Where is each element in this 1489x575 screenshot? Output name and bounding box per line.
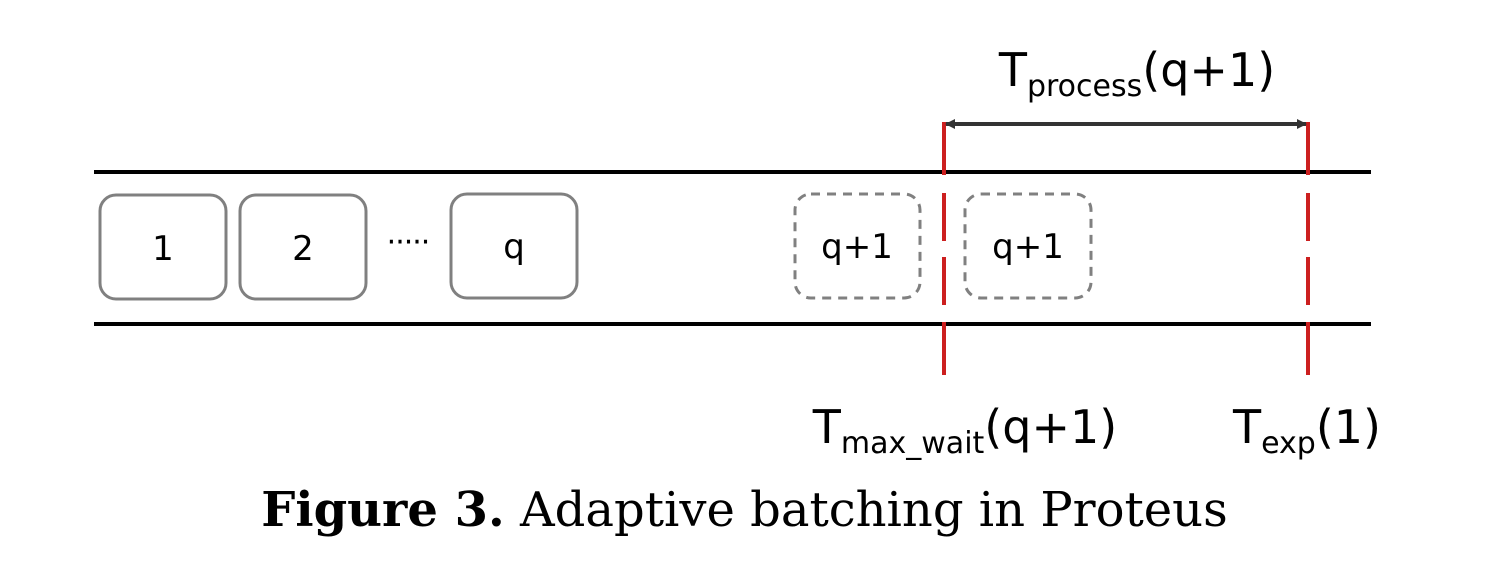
request-box-2: 2	[238, 193, 368, 301]
request-box-1-label: 1	[152, 229, 174, 269]
ellipsis-dots: ·····	[387, 225, 430, 260]
figure-caption: Figure 3. Adaptive batching in Proteus	[0, 478, 1489, 542]
request-box-q: q	[449, 192, 579, 300]
pending-request-after-label: q+1	[992, 227, 1064, 267]
expiry-label: Texp(1)	[1232, 400, 1381, 461]
pending-request-before-label: q+1	[821, 227, 893, 267]
request-box-2-label: 2	[292, 229, 314, 269]
request-box-1: 1	[98, 193, 228, 301]
figure-caption-text: Adaptive batching in Proteus	[519, 482, 1228, 538]
figure-caption-label: Figure 3.	[261, 482, 505, 538]
pending-request-box-before: q+1	[793, 192, 922, 300]
pending-request-box-after: q+1	[963, 192, 1093, 300]
max-wait-label: Tmax_wait(q+1)	[812, 400, 1117, 461]
process-time-label: Tprocess(q+1)	[998, 43, 1275, 104]
request-box-q-label: q	[503, 227, 525, 267]
